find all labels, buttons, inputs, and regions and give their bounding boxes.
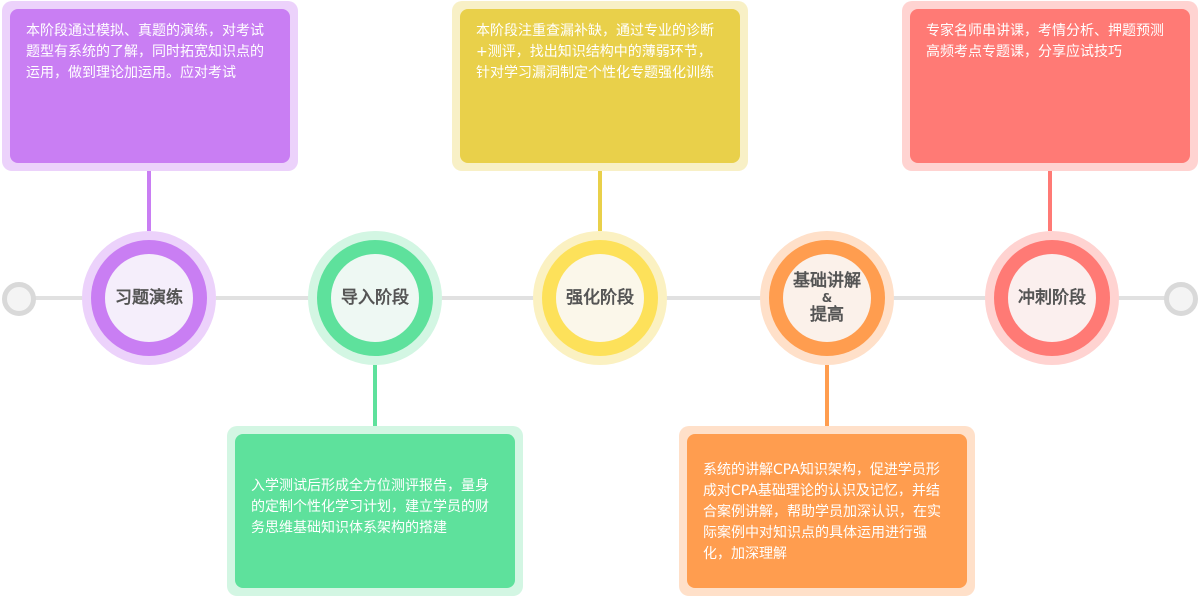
stage-5-description-box: 专家名师串讲课，考情分析、押题预测高频考点专题课，分享应试技巧 [902, 1, 1198, 171]
stage-5-node[interactable]: 冲刺阶段 [985, 231, 1119, 365]
stage-4-label-line2: 提高 [810, 305, 844, 325]
stage-3-connector [598, 171, 602, 231]
stage-4-label: 基础讲解 & 提高 [760, 231, 894, 365]
stage-1-label: 习题演练 [115, 288, 183, 308]
stage-4-description-box: 系统的讲解CPA知识架构，促进学员形成对CPA基础理论的认识及记忆，并结合案例讲… [679, 426, 975, 596]
timeline-start-node [2, 282, 36, 316]
stage-2-description-box: 入学测试后形成全方位测评报告，量身的定制个性化学习计划，建立学员的财务思维基础知… [227, 426, 523, 596]
stage-4-label-line1: 基础讲解 [793, 271, 861, 291]
stage-3-node[interactable]: 强化阶段 [533, 231, 667, 365]
stage-4-connector [825, 365, 829, 427]
stage-3-description-box: 本阶段注重查漏补缺，通过专业的诊断+测评，找出知识结构中的薄弱环节，针对学习漏洞… [452, 1, 748, 171]
stage-5-label: 冲刺阶段 [1018, 288, 1086, 308]
stage-2-connector [373, 365, 377, 427]
stage-1-description-box: 本阶段通过模拟、真题的演练，对考试题型有系统的了解，同时拓宽知识点的运用，做到理… [2, 1, 298, 171]
stage-4-node[interactable]: 基础讲解 & 提高 [760, 231, 894, 365]
stage-5-connector [1048, 171, 1052, 231]
stage-4-description: 系统的讲解CPA知识架构，促进学员形成对CPA基础理论的认识及记忆，并结合案例讲… [687, 434, 967, 588]
stage-2-label: 导入阶段 [341, 288, 409, 308]
timeline-end-node [1164, 282, 1198, 316]
stage-1-connector [147, 171, 151, 231]
stage-4-label-amp: & [821, 291, 833, 305]
stage-1-description: 本阶段通过模拟、真题的演练，对考试题型有系统的了解，同时拓宽知识点的运用，做到理… [10, 9, 290, 163]
stage-2-node[interactable]: 导入阶段 [308, 231, 442, 365]
stage-2-description: 入学测试后形成全方位测评报告，量身的定制个性化学习计划，建立学员的财务思维基础知… [235, 434, 515, 588]
stage-1-node[interactable]: 习题演练 [82, 231, 216, 365]
stage-5-description: 专家名师串讲课，考情分析、押题预测高频考点专题课，分享应试技巧 [910, 9, 1190, 163]
stage-3-description: 本阶段注重查漏补缺，通过专业的诊断+测评，找出知识结构中的薄弱环节，针对学习漏洞… [460, 9, 740, 163]
stage-3-label: 强化阶段 [566, 288, 634, 308]
